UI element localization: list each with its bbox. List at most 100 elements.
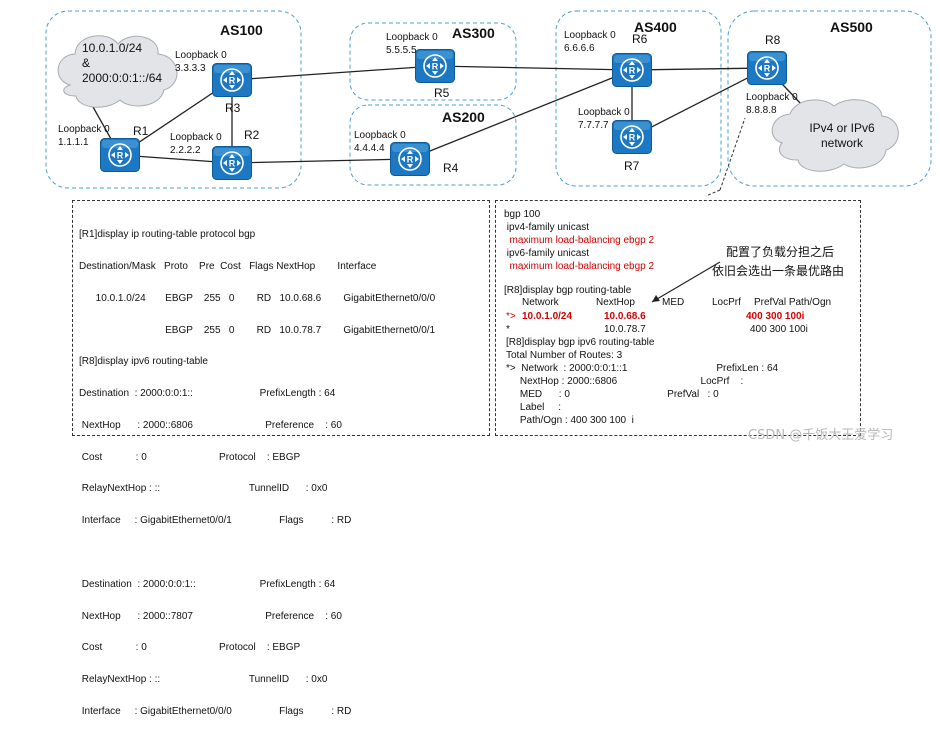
row2-path: 400 300 100i [750,324,808,335]
row2-status: * [506,324,510,335]
output-line: [R8]display ipv6 routing-table [79,356,208,368]
config-line: bgp 100 [504,209,541,220]
as-label-as100: AS100 [220,22,263,38]
router-r5-icon[interactable] [415,49,455,83]
router-name-r1: R1 [133,124,149,138]
router-r7-icon[interactable] [612,120,652,154]
watermark: CSDN @千饭大王爱学习 [748,428,894,443]
loopback-label-r6: Loopback 0 [564,30,616,41]
loopback-ip-r7: 7.7.7.7 [578,120,609,131]
as100-area [45,10,302,189]
config-line: ipv6-family unicast [504,248,590,259]
loopback-label-r3: Loopback 0 [175,50,227,61]
panel-pointer-line [705,189,721,197]
left-output-panel: [R1]display ip routing-table protocol bg… [72,200,490,717]
loopback-label-r2: Loopback 0 [170,132,222,143]
row1-status: *> [506,311,516,322]
loopback-ip-r6: 6.6.6.6 [564,43,595,54]
left-cloud-line-2: & [82,56,90,70]
router-name-r6: R6 [632,32,648,46]
config-line-highlight: maximum load-balancing ebgp 2 [504,235,655,246]
output-line: 10.0.1.0/24 EBGP 255 0 RD 10.0.68.6 Giga… [79,292,436,304]
loopback-label-r7: Loopback 0 [578,107,630,118]
router-r4-icon[interactable] [390,142,430,176]
loopback-label-r8: Loopback 0 [746,92,798,103]
annotation-arrow [651,261,721,303]
annotation-line-2: 依旧会选出一条最优路由 [712,264,845,278]
router-name-r5: R5 [434,86,450,100]
as-label-as200: AS200 [442,109,485,125]
router-r2-icon[interactable] [212,146,252,180]
router-r1-icon[interactable] [100,138,140,172]
output-line: EBGP 255 0 RD 10.0.78.7 GigabitEthernet0… [79,324,436,336]
output-line [79,548,435,559]
router-r6-icon[interactable] [612,53,652,87]
as300-area [349,22,517,101]
as-label-as400: AS400 [634,19,677,35]
loopback-label-r5: Loopback 0 [386,32,438,43]
left-cloud-line-3: 2000:0:0:1::/64 [82,71,162,85]
as200-area [349,104,517,186]
cmd-bgp-routing-table: [R8]display bgp routing-table [504,285,632,296]
output-line: Interface : GigabitEthernet0/0/1 Flags :… [79,515,352,527]
output-line: [R1]display ip routing-table protocol bg… [79,229,256,241]
table-header-med: MED [662,297,685,308]
router-name-r3: R3 [225,101,241,115]
loopback-ip-r2: 2.2.2.2 [170,145,201,156]
output-line: NextHop : 2000::6806 Preference : 60 [79,419,342,431]
topology-svg: R AS100 AS300 AS200 AS400 [45,10,932,303]
output-line: RelayNextHop : :: TunnelID : 0x0 [79,483,328,495]
router-r3-icon[interactable] [212,63,252,97]
row1-network: 10.0.1.0/24 [522,311,573,322]
loopback-ip-r1: 1.1.1.1 [58,137,89,148]
loopback-label-r4: Loopback 0 [354,130,406,141]
loopback-ip-r4: 4.4.4.4 [354,143,385,154]
row1-nexthop: 10.0.68.6 [604,311,646,322]
right-output-panel: bgp 100 ipv4-family unicast maximum load… [495,200,861,436]
v6-line: NextHop : 2000::6806 LocPrf : [506,376,744,387]
table-header-locprf: LocPrf [712,297,741,308]
cmd-bgp-ipv6-routing-table: [R8]display bgp ipv6 routing-table [506,337,655,348]
right-cloud-line-1: IPv4 or IPv6 [809,121,875,135]
table-header-prefval: PrefVal Path/Ogn [754,297,832,308]
right-cloud [771,99,899,172]
router-name-r2: R2 [244,128,260,142]
r1-routing-output: [R1]display ip routing-table protocol bg… [79,209,435,739]
router-name-r8: R8 [765,33,781,47]
right-cloud-line-2: network [821,136,864,150]
left-cloud [57,35,178,108]
table-header-network: Network [522,297,559,308]
loopback-label-r1: Loopback 0 [58,124,110,135]
router-name-r4: R4 [443,161,459,175]
total-routes: Total Number of Routes: 3 [506,350,623,361]
left-cloud-line-1: 10.0.1.0/24 [82,41,142,55]
output-line: NextHop : 2000::7807 Preference : 60 [79,610,342,622]
output-line: RelayNextHop : :: TunnelID : 0x0 [79,674,328,686]
as500-area [727,10,932,187]
v6-line: Label : [506,402,562,413]
router-r8-icon[interactable] [747,51,787,85]
as400-area [555,10,722,187]
loopback-ip-r5: 5.5.5.5 [386,45,417,56]
output-line: Cost : 0 Protocol : EBGP [79,451,301,463]
router-name-r7: R7 [624,159,640,173]
config-line: ipv4-family unicast [504,222,590,233]
loopback-ip-r8: 8.8.8.8 [746,105,777,116]
output-line: Destination/Mask Proto Pre Cost Flags Ne… [79,260,377,272]
output-line: Destination : 2000:0:0:1:: PrefixLength … [79,388,336,400]
loopback-ip-r3: 3.3.3.3 [175,63,206,74]
table-header-nexthop: NextHop [596,297,635,308]
bgp-topology-diagram: R AS100 AS300 AS200 AS400 [45,10,932,717]
row2-nexthop: 10.0.78.7 [604,324,646,335]
v6-line: Path/Ogn : 400 300 100 i [506,415,634,426]
row1-path: 400 300 100i [746,311,805,322]
v6-line: *> Network : 2000:0:0:1::1 PrefixLen : 6… [506,363,779,374]
output-line: Interface : GigabitEthernet0/0/0 Flags :… [79,705,352,717]
annotation-line-1: 配置了负载分担之后 [726,245,835,259]
output-line: Cost : 0 Protocol : EBGP [79,642,301,654]
as-label-as300: AS300 [452,25,495,41]
config-line-highlight: maximum load-balancing ebgp 2 [504,261,655,272]
as-label-as500: AS500 [830,19,873,35]
output-line: Destination : 2000:0:0:1:: PrefixLength … [79,578,336,590]
v6-line: MED : 0 PrefVal : 0 [506,389,719,400]
